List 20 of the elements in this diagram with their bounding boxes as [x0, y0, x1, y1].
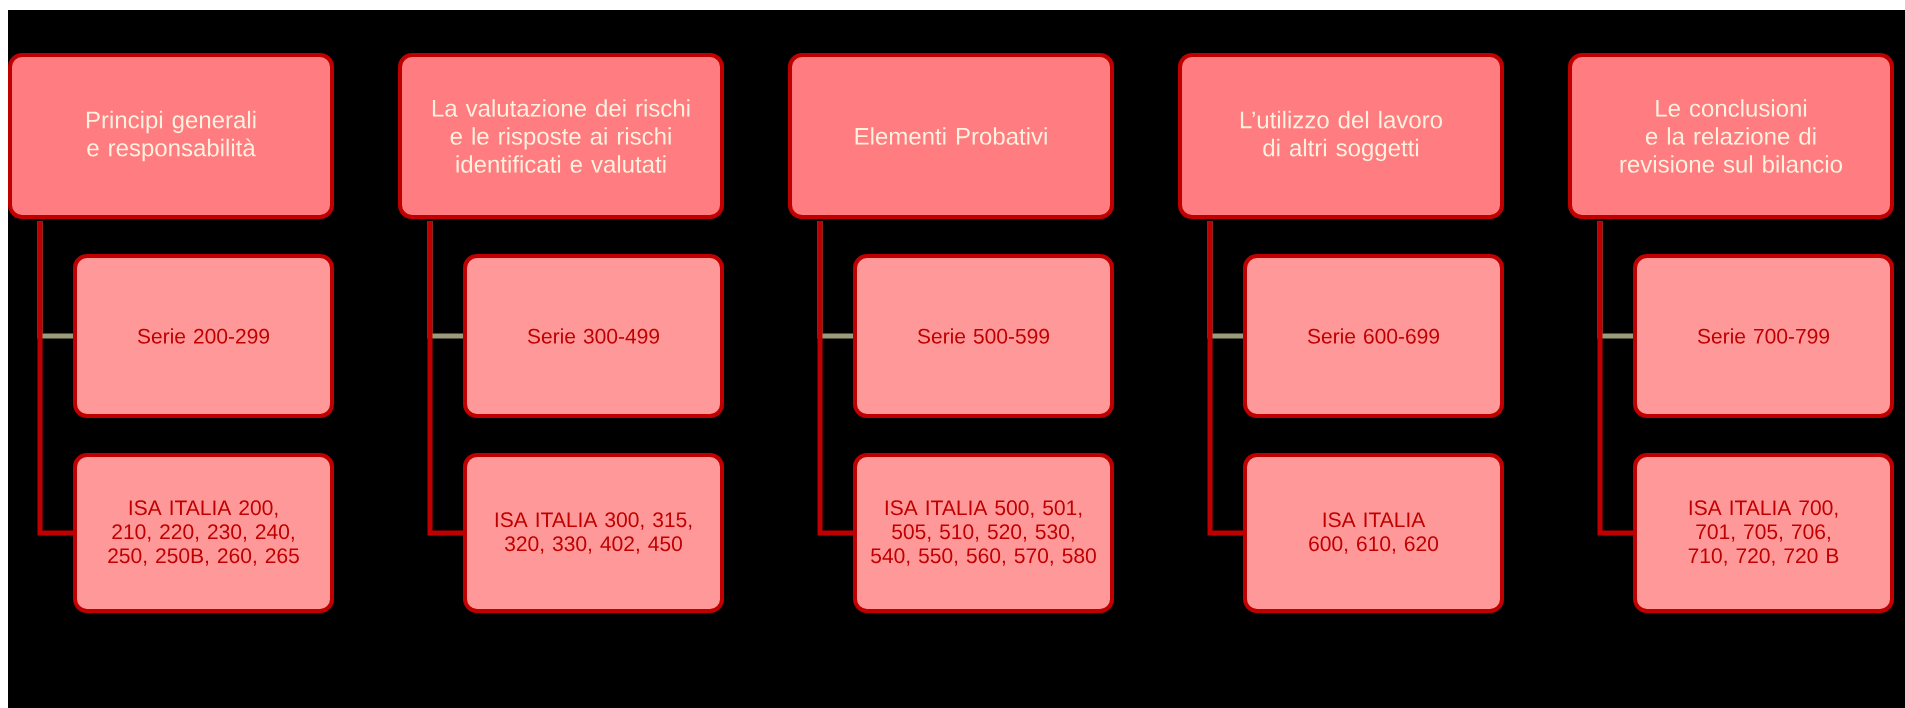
- sub-box: ISA ITALIA 500, 501, 505, 510, 520, 530, 540, 550, 560, 570, 580: [853, 453, 1114, 613]
- sub-box: Serie 300-499: [463, 254, 724, 418]
- top-box: Le conclusioni e la relazione di revisione sul bilancio: [1568, 53, 1894, 219]
- sub-box: ISA ITALIA 200, 210, 220, 230, 240, 250, 250B, 260, 265: [73, 453, 334, 613]
- sub-box: Serie 500-599: [853, 254, 1114, 418]
- sub-box: Serie 700-799: [1633, 254, 1894, 418]
- top-box: L’utilizzo del lavoro di altri soggetti: [1178, 53, 1504, 219]
- connector-line: [817, 221, 853, 536]
- sub-box: ISA ITALIA 700, 701, 705, 706, 710, 720, 720 B: [1633, 453, 1894, 613]
- connector-line: [427, 221, 463, 536]
- sub-box: Serie 600-699: [1243, 254, 1504, 418]
- connector-line: [1207, 221, 1243, 536]
- sub-box: ISA ITALIA 300, 315, 320, 330, 402, 450: [463, 453, 724, 613]
- sub-box: ISA ITALIA 600, 610, 620: [1243, 453, 1504, 613]
- top-box: Elementi Probativi: [788, 53, 1114, 219]
- sub-box: Serie 200-299: [73, 254, 334, 418]
- top-box: La valutazione dei rischi e le risposte ai rischi identificati e valutati: [398, 53, 724, 219]
- top-box: Principi generali e responsabilità: [8, 53, 334, 219]
- connector-line: [1597, 221, 1633, 536]
- connector-line: [37, 221, 73, 536]
